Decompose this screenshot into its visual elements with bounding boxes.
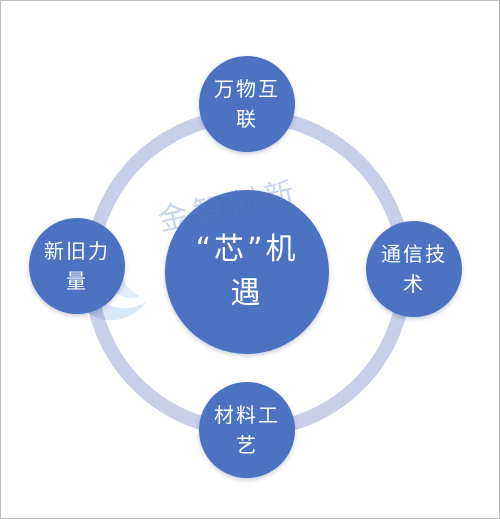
node-right-label: 通信技术 — [381, 242, 447, 296]
node-center: “芯”机遇 — [165, 190, 329, 354]
node-right: 通信技术 — [366, 221, 462, 317]
node-left: 新旧力量 — [29, 218, 125, 314]
node-left-label: 新旧力量 — [44, 239, 110, 293]
node-top: 万物互联 — [199, 56, 295, 152]
node-bottom: 材料工艺 — [199, 382, 295, 478]
node-center-label: “芯”机遇 — [195, 232, 299, 311]
node-top-label: 万物互联 — [214, 77, 280, 131]
node-bottom-label: 材料工艺 — [214, 403, 280, 457]
